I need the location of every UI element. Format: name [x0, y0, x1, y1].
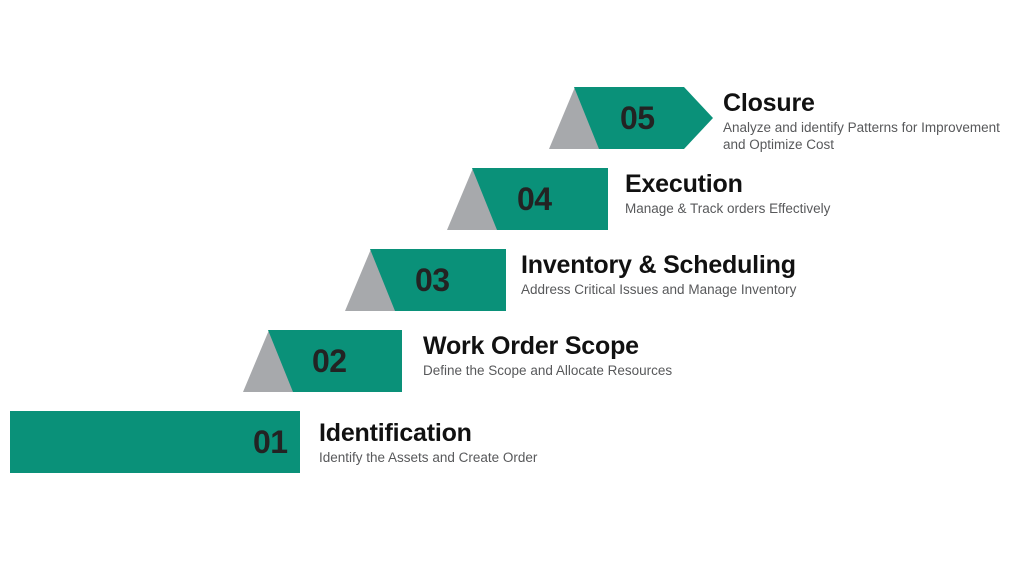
step-band-05[interactable]: [574, 87, 713, 149]
step-band-02[interactable]: [268, 330, 402, 392]
step-label-04: Execution Manage & Track orders Effectiv…: [625, 170, 830, 217]
step-band-03[interactable]: [370, 249, 506, 311]
step-description-03: Address Critical Issues and Manage Inven…: [521, 282, 797, 297]
step-description-04: Manage & Track orders Effectively: [625, 201, 831, 216]
step-number-02: 02: [312, 343, 347, 379]
step-description-05: Analyze and identify Patterns for Improv…: [723, 120, 1000, 153]
step-description-01: Identify the Assets and Create Order: [319, 450, 538, 465]
step-title-02: Work Order Scope: [423, 332, 639, 360]
step-description-02: Define the Scope and Allocate Resources: [423, 363, 673, 378]
step-label-03: Inventory & Scheduling Address Critical …: [521, 251, 796, 298]
step-number-04: 04: [517, 181, 552, 217]
step-label-01: Identification Identify the Assets and C…: [319, 419, 537, 466]
step-number-03: 03: [415, 262, 450, 298]
step-title-03: Inventory & Scheduling: [521, 251, 796, 279]
step-label-02: Work Order Scope Define the Scope and Al…: [423, 332, 672, 379]
step-number-05: 05: [620, 100, 655, 136]
step-title-05: Closure: [723, 89, 815, 117]
step-label-05: Closure Analyze and identify Patterns fo…: [723, 89, 1000, 154]
step-title-04: Execution: [625, 170, 743, 198]
step-band-04[interactable]: [472, 168, 608, 230]
step-title-01: Identification: [319, 419, 472, 447]
step-number-01: 01: [253, 424, 288, 460]
step-band-01[interactable]: [10, 411, 300, 473]
